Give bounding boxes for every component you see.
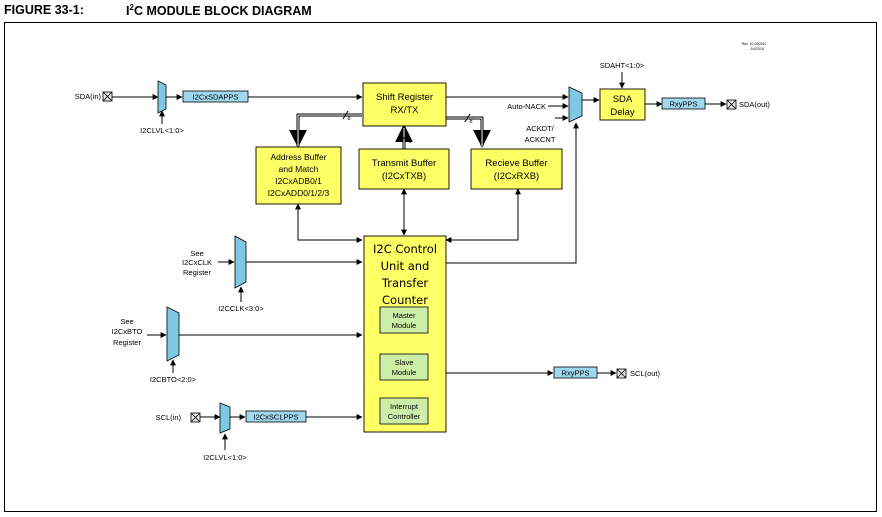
sda-delay-line-1: SDA (613, 94, 633, 105)
figure-number: FIGURE 33-1: (4, 3, 84, 17)
bus-width-label-1: 8 (347, 116, 350, 122)
bus-width-label-2: 8 (469, 119, 472, 125)
figure-title-superscript: 2 (129, 3, 134, 12)
see-bto-line-3: Register (113, 338, 141, 347)
sclpps-label: I2CxSCLPPS (253, 413, 298, 422)
bus-slash-3 (400, 134, 408, 142)
wires (112, 72, 727, 450)
interrupt-controller-block (379, 397, 429, 425)
address-buffer-line-4: I2CxADD0/1/2/3 (268, 188, 330, 198)
wire-control-to-mux (446, 122, 579, 264)
control-unit-labels: I2C Control Unit and Transfer Counter (373, 242, 437, 307)
revision-date: 1/4/2016 (750, 47, 764, 51)
ackdt-label-line-2: ACKCNT (525, 135, 556, 144)
sdapps-label: I2CxSDAPPS (193, 93, 239, 102)
see-bto-line-2: I2CxBTO (112, 327, 143, 336)
rxypps-sda-label: RxyPPS (670, 100, 698, 109)
transmit-buffer-line-1: Transmit Buffer (372, 158, 436, 169)
bus-slash-2 (464, 113, 471, 123)
scl-out-pin-icon (616, 368, 627, 379)
shift-register-line-2: RX/TX (391, 105, 420, 116)
see-clk-line-3: Register (183, 268, 211, 277)
receive-buffer-block (470, 148, 563, 190)
rxypps-scl-register (553, 366, 598, 379)
sda-delay-block (599, 88, 646, 121)
sda-delay-line-2: Delay (610, 107, 635, 118)
multiplexers (157, 80, 583, 434)
shift-register-block (362, 82, 447, 127)
scl-in-pin-icon (190, 412, 201, 423)
rxypps-sda-register (661, 97, 706, 110)
interrupt-controller-line-2: Controller (388, 412, 421, 421)
clock-select-mux (234, 235, 247, 289)
rxypps-scl-label: RxyPPS (562, 369, 590, 378)
figure-title: I2C MODULE BLOCK DIAGRAM (126, 3, 312, 18)
i2clvl-sda-label: I2CLVL<1:0> (140, 126, 184, 135)
shift-register-line-1: Shift Register (376, 92, 433, 103)
bus-slash-1 (342, 110, 349, 120)
scl-out-label: SCL(out) (630, 369, 661, 378)
bus-shift-to-receive-inner (446, 117, 483, 146)
bus-shift-to-address (289, 113, 362, 148)
scl-input-mux (219, 402, 231, 434)
sda-out-label: SDA(out) (739, 100, 770, 109)
figure-title-prefix: I (126, 4, 130, 19)
block-labels: Shift Register RX/TX Address Buffer and … (268, 92, 635, 198)
pps-registers: I2CxSDAPPS I2CxSCLPPS RxyPPS RxyPPS (182, 90, 706, 423)
slave-module-block (379, 353, 429, 381)
address-buffer-line-2: and Match (279, 164, 319, 174)
see-clk-line-2: I2CxCLK (182, 258, 212, 267)
control-unit-line-2: Unit and (381, 259, 430, 273)
scl-in-label: SCL(in) (156, 413, 182, 422)
auto-nack-label: Auto-NACK (507, 102, 546, 111)
sda-in-pin-icon (102, 91, 113, 102)
see-bto-line-1: See (120, 317, 133, 326)
master-module-line-2: Module (392, 321, 417, 330)
i2cclk-label: I2CCLK<3:0> (218, 304, 264, 313)
diagram-frame (4, 22, 877, 512)
sdaht-label: SDAHT<1:0> (600, 61, 645, 70)
receive-buffer-line-2: (I2CxRXB) (494, 171, 539, 182)
master-module-block (379, 306, 429, 334)
see-clk-line-1: See (190, 249, 203, 258)
pins (102, 91, 737, 423)
sda-in-label: SDA(in) (75, 92, 102, 101)
control-unit-line-1: I2C Control (373, 242, 437, 256)
bto-select-mux (166, 306, 180, 362)
figure-title-rest: C MODULE BLOCK DIAGRAM (133, 4, 312, 19)
transmit-buffer-block (358, 148, 450, 190)
address-buffer-block (255, 146, 342, 205)
sda-output-mux (568, 86, 583, 123)
wire-receive-control (445, 188, 521, 243)
bus-width-label-3: 8 (408, 139, 411, 145)
revision-number: Rev. 10-000310 (742, 42, 767, 46)
control-unit-line-3: Transfer (381, 276, 429, 290)
sdapps-register (182, 90, 249, 103)
i2clvl-scl-label: I2CLVL<1:0> (203, 453, 247, 462)
sub-module-labels: Master Module Slave Module Interrupt Con… (388, 311, 421, 421)
bus-shift-to-address-inner (297, 114, 362, 146)
sda-input-mux (157, 80, 167, 114)
wire-address-control (295, 203, 363, 243)
sclpps-register (245, 410, 307, 423)
address-buffer-line-3: I2CxADB0/1 (275, 176, 322, 186)
slave-module-line-1: Slave (395, 358, 414, 367)
function-blocks (255, 82, 646, 433)
figure-header: FIGURE 33-1: I2C MODULE BLOCK DIAGRAM (4, 3, 878, 19)
revision-tag: Rev. 10-000310 1/4/2016 (742, 42, 767, 51)
bus-shift-to-receive (446, 116, 491, 148)
master-module-line-1: Master (393, 311, 416, 320)
slave-module-line-2: Module (392, 368, 417, 377)
i2cbto-label: I2CBTO<2:0> (150, 375, 197, 384)
transmit-buffer-line-2: (I2CxTXB) (382, 171, 426, 182)
control-unit-line-4: Counter (382, 293, 428, 307)
interrupt-controller-line-1: Interrupt (390, 402, 419, 411)
sda-out-pin-icon (726, 99, 737, 110)
signal-labels: SDA(in) I2CLVL<1:0> Auto-NACK ACKDT/ ACK… (75, 61, 771, 462)
address-buffer-line-1: Address Buffer (270, 152, 326, 162)
sub-modules (379, 306, 429, 425)
receive-buffer-line-1: Recieve Buffer (485, 158, 547, 169)
ackdt-label-line-1: ACKDT/ (526, 124, 554, 133)
